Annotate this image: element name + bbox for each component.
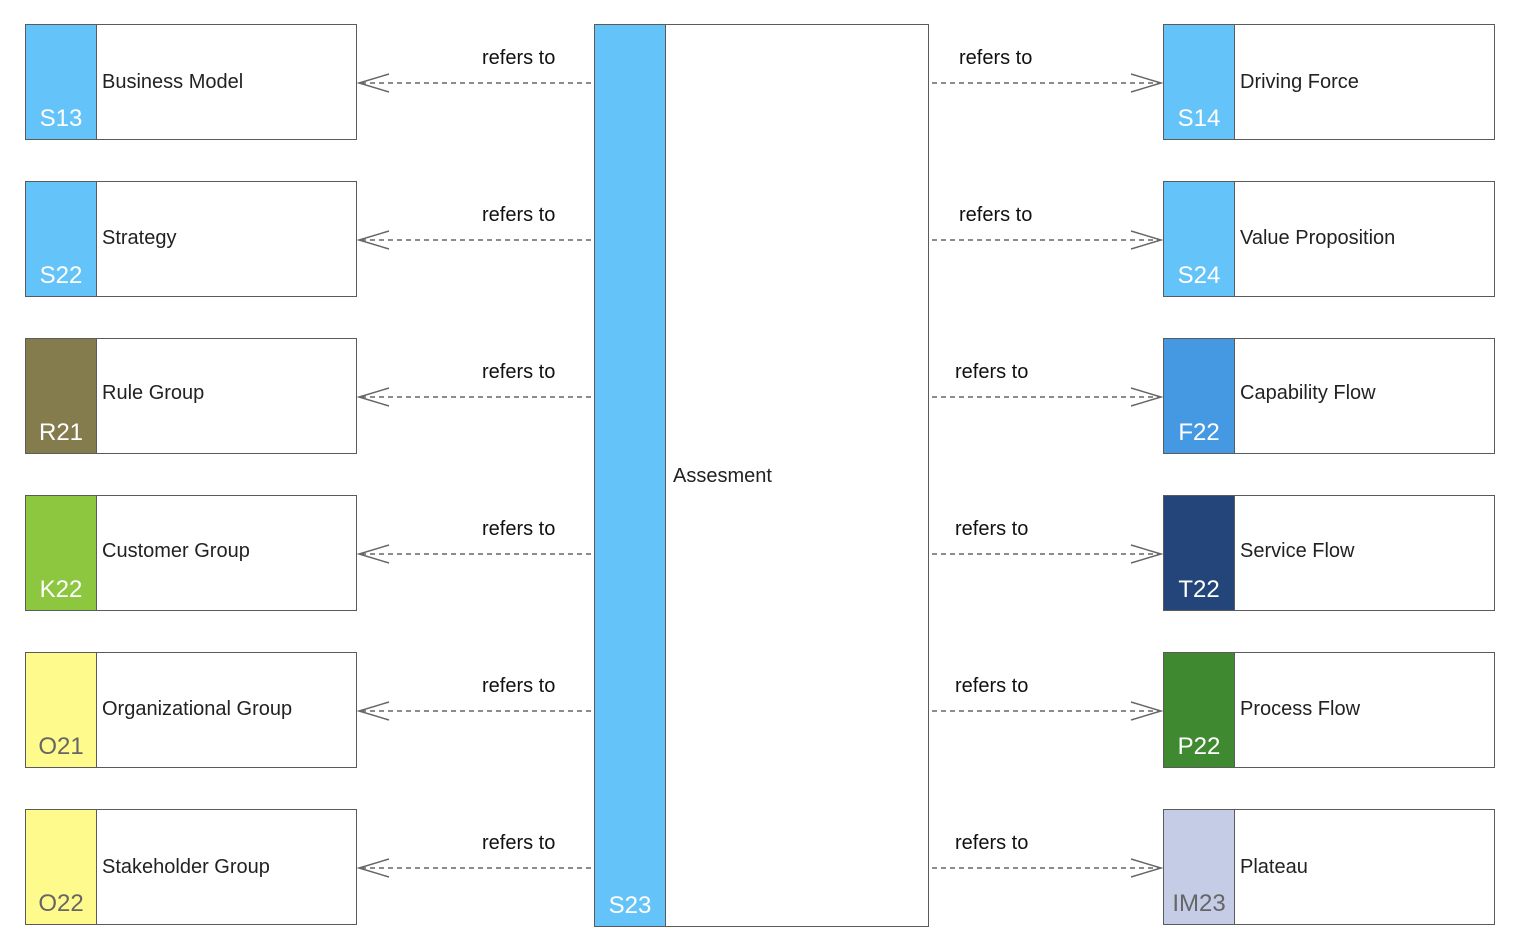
- left-node-r21[interactable]: R21 Rule Group: [25, 338, 357, 454]
- left-node-k22[interactable]: K22 Customer Group: [25, 495, 357, 611]
- arrowhead-left-3: [356, 544, 390, 564]
- left-node-s22[interactable]: S22 Strategy: [25, 181, 357, 297]
- node-swatch: [1164, 810, 1235, 924]
- node-title: Service Flow: [1240, 540, 1355, 562]
- node-code: S22: [39, 262, 83, 289]
- assessment-title: Assesment: [673, 465, 772, 487]
- left-node-o21[interactable]: O21 Organizational Group: [25, 652, 357, 768]
- arrowhead-right-3: [1130, 544, 1164, 564]
- node-title: Value Proposition: [1240, 227, 1396, 249]
- arrowhead-left-1: [356, 230, 390, 250]
- node-title: Business Model: [102, 71, 244, 93]
- node-swatch: [26, 653, 97, 767]
- arrowhead-right-2: [1130, 387, 1164, 407]
- node-swatch: [1164, 496, 1235, 610]
- arrowhead-left-0: [356, 73, 390, 93]
- edge-label-left-4: refers to: [482, 675, 556, 697]
- node-swatch: [26, 182, 97, 296]
- edge-label-right-0: refers to: [959, 47, 1033, 69]
- arrowhead-right-4: [1130, 701, 1164, 721]
- node-title: Plateau: [1240, 856, 1308, 878]
- node-code: S24: [1177, 262, 1221, 289]
- node-title: Rule Group: [102, 382, 205, 404]
- edge-label-right-1: refers to: [959, 204, 1033, 226]
- node-swatch: [26, 810, 97, 924]
- edge-label-right-4: refers to: [955, 675, 1029, 697]
- assessment-code: S23: [608, 892, 652, 919]
- node-swatch: [1164, 339, 1235, 453]
- node-swatch: [26, 496, 97, 610]
- node-code: S13: [39, 105, 83, 132]
- arrowhead-left-4: [356, 701, 390, 721]
- left-node-s13[interactable]: S13 Business Model: [25, 24, 357, 140]
- edge-label-left-0: refers to: [482, 47, 556, 69]
- right-node-p22[interactable]: P22 Process Flow: [1163, 652, 1495, 768]
- right-node-f22[interactable]: F22 Capability Flow: [1163, 338, 1495, 454]
- node-code: R21: [38, 419, 84, 446]
- arrowhead-left-2: [356, 387, 390, 407]
- node-code: O22: [38, 890, 84, 917]
- node-title: Customer Group: [102, 540, 250, 562]
- node-title: Organizational Group: [102, 698, 293, 720]
- right-node-s14[interactable]: S14 Driving Force: [1163, 24, 1495, 140]
- edge-label-left-3: refers to: [482, 518, 556, 540]
- node-code: F22: [1178, 419, 1220, 446]
- right-node-s24[interactable]: S24 Value Proposition: [1163, 181, 1495, 297]
- arrowhead-right-5: [1130, 858, 1164, 878]
- edge-label-left-1: refers to: [482, 204, 556, 226]
- edge-label-left-5: refers to: [482, 832, 556, 854]
- node-title: Stakeholder Group: [102, 856, 270, 878]
- right-node-im23[interactable]: IM23 Plateau: [1163, 809, 1495, 925]
- node-code: IM23: [1172, 890, 1226, 917]
- edge-label-right-3: refers to: [955, 518, 1029, 540]
- assessment-swatch: [595, 25, 666, 926]
- node-code: P22: [1177, 733, 1221, 760]
- node-swatch: [26, 339, 97, 453]
- node-title: Strategy: [102, 227, 177, 249]
- node-code: O21: [38, 733, 84, 760]
- node-swatch: [1164, 25, 1235, 139]
- right-node-t22[interactable]: T22 Service Flow: [1163, 495, 1495, 611]
- edge-label-left-2: refers to: [482, 361, 556, 383]
- node-title: Capability Flow: [1240, 382, 1376, 404]
- edge-label-right-2: refers to: [955, 361, 1029, 383]
- node-title: Driving Force: [1240, 71, 1359, 93]
- assessment-node[interactable]: S23 Assesment: [594, 24, 929, 927]
- node-swatch: [1164, 653, 1235, 767]
- left-node-o22[interactable]: O22 Stakeholder Group: [25, 809, 357, 925]
- arrowhead-right-0: [1130, 73, 1164, 93]
- edge-label-right-5: refers to: [955, 832, 1029, 854]
- node-code: S14: [1177, 105, 1221, 132]
- arrowhead-left-5: [356, 858, 390, 878]
- node-code: T22: [1178, 576, 1220, 603]
- node-code: K22: [39, 576, 83, 603]
- arrowhead-right-1: [1130, 230, 1164, 250]
- node-title: Process Flow: [1240, 698, 1361, 720]
- node-swatch: [26, 25, 97, 139]
- node-swatch: [1164, 182, 1235, 296]
